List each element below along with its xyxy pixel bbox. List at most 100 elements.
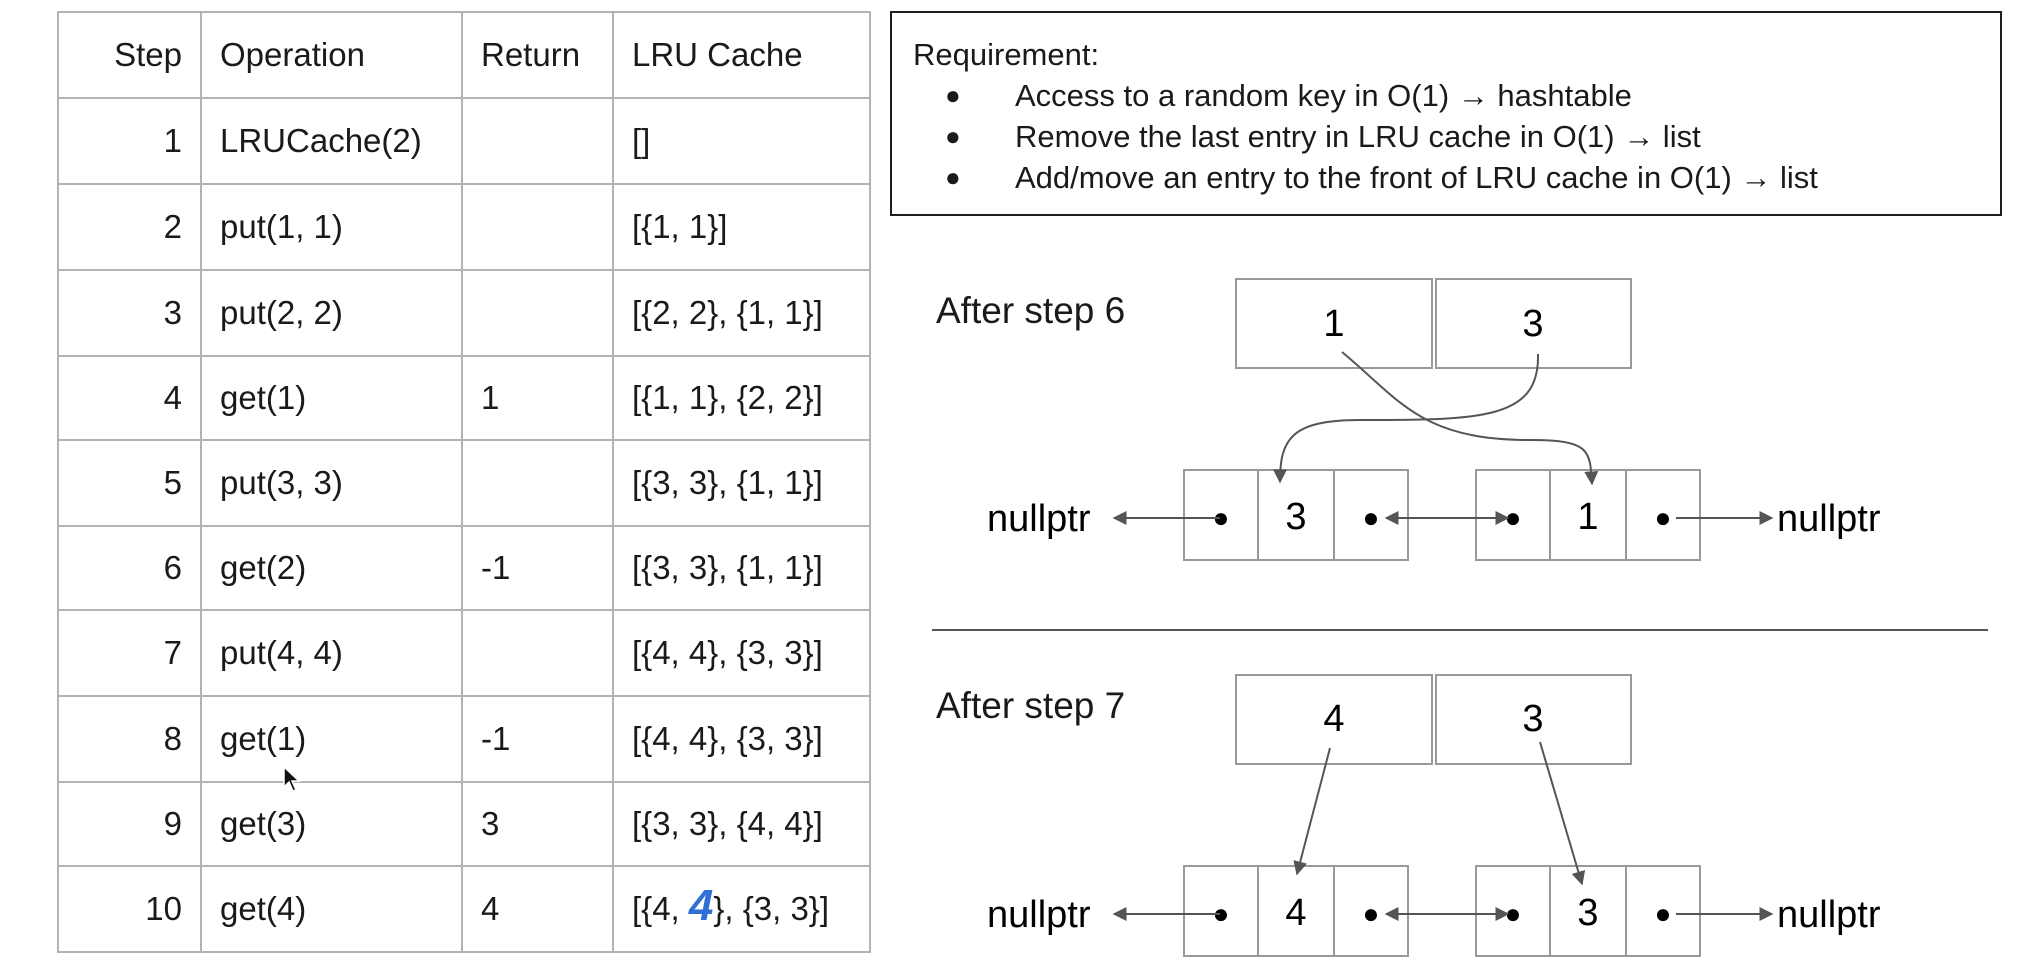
- cache-cell: []: [612, 97, 871, 185]
- table-row: 2 put(1, 1) [{1, 1}]: [57, 183, 871, 271]
- cache-cell: [{3, 3}, {1, 1}]: [612, 439, 871, 527]
- list-node: ● 3 ●: [1183, 469, 1409, 561]
- mouse-cursor-icon: [283, 765, 301, 792]
- requirement-item: ● Add/move an entry to the front of LRU c…: [892, 157, 1818, 198]
- cache-cell: [{4, 4}, {3, 3}]: [612, 695, 871, 783]
- step-cell: 4: [57, 355, 202, 441]
- list-node: ● 4 ●: [1183, 865, 1409, 957]
- table-row: 1 LRUCache(2) []: [57, 97, 871, 185]
- operation-cell: put(2, 2): [200, 269, 463, 357]
- requirement-text: Remove the last entry in LRU cache in O(…: [1015, 119, 1701, 154]
- hashtable: 4 3: [1235, 674, 1632, 765]
- return-cell: [461, 97, 614, 185]
- return-cell: 4: [461, 865, 614, 953]
- cache-cell: [{1, 1}]: [612, 183, 871, 271]
- cache-suffix: }, {3, 3}]: [713, 890, 829, 927]
- table-row: 7 put(4, 4) [{4, 4}, {3, 3}]: [57, 609, 871, 697]
- null-pointer-label: nullptr: [987, 894, 1091, 936]
- bullet-icon: ●: [945, 121, 961, 151]
- bullet-icon: ●: [945, 80, 961, 110]
- requirement-item: ● Remove the last entry in LRU cache in O…: [892, 116, 1818, 157]
- table-row: 4 get(1) 1 [{1, 1}, {2, 2}]: [57, 355, 871, 441]
- list-node: ● 3 ●: [1475, 865, 1701, 957]
- requirement-item: ● Access to a random key in O(1) → hashta…: [892, 75, 1818, 116]
- operation-cell: get(1): [200, 695, 463, 783]
- header-operation: Operation: [200, 11, 463, 99]
- header-return: Return: [461, 11, 614, 99]
- hash-pointer-arrow: [1273, 353, 1540, 484]
- requirement-list: ● Access to a random key in O(1) → hashta…: [892, 75, 1818, 198]
- next-pointer-dot: ●: [1655, 898, 1672, 929]
- step-cell: 9: [57, 781, 202, 867]
- step-cell: 6: [57, 525, 202, 611]
- operation-cell: put(1, 1): [200, 183, 463, 271]
- table-header-row: Step Operation Return LRU Cache: [57, 11, 871, 99]
- operation-cell: get(4): [200, 865, 463, 953]
- operations-table: Step Operation Return LRU Cache 1 LRUCac…: [57, 11, 871, 953]
- return-cell: 3: [461, 781, 614, 867]
- diagram-after-step-7: 4 3 ● 4 ● ● 3 ● nullptr nullptr: [987, 674, 1881, 957]
- return-cell: [461, 439, 614, 527]
- next-pointer-dot: ●: [1363, 502, 1380, 533]
- cache-prefix: [{4,: [632, 890, 689, 927]
- step-cell: 2: [57, 183, 202, 271]
- node-value: 4: [1285, 892, 1306, 934]
- hashtable-cell: [1235, 278, 1433, 369]
- operation-cell: LRUCache(2): [200, 97, 463, 185]
- requirement-title: Requirement:: [913, 37, 1100, 72]
- step-cell: 3: [57, 269, 202, 357]
- null-pointer-label: nullptr: [987, 498, 1091, 540]
- hash-pointer-arrow: [1341, 351, 1599, 486]
- next-pointer-dot: ●: [1363, 898, 1380, 929]
- table-row: 10 get(4) 4 [{4, 4}, {3, 3}]: [57, 865, 871, 953]
- null-pointer-label: nullptr: [1777, 498, 1881, 540]
- return-cell: [461, 269, 614, 357]
- requirement-text: Access to a random key in O(1) → hashtab…: [1015, 78, 1632, 113]
- return-cell: [461, 183, 614, 271]
- cache-cell: [{4, 4}, {3, 3}]: [612, 609, 871, 697]
- diagram-after-step-6: 1 3 ● 3 ● ● 1 ● nullptr nullptr: [987, 278, 1881, 561]
- prev-pointer-dot: ●: [1505, 502, 1522, 533]
- table-row: 6 get(2) -1 [{3, 3}, {1, 1}]: [57, 525, 871, 611]
- bullet-icon: ●: [945, 162, 961, 192]
- table-row: 9 get(3) 3 [{3, 3}, {4, 4}]: [57, 781, 871, 867]
- return-cell: [461, 609, 614, 697]
- hashtable-key: 3: [1522, 303, 1543, 345]
- hashtable-key: 1: [1323, 303, 1344, 345]
- hash-pointer-arrow: [1539, 741, 1586, 886]
- step-cell: 5: [57, 439, 202, 527]
- diagram-label-step-7: After step 7: [936, 685, 1126, 726]
- requirement-text: Add/move an entry to the front of LRU ca…: [1015, 160, 1818, 195]
- operation-cell: put(4, 4): [200, 609, 463, 697]
- step-cell: 7: [57, 609, 202, 697]
- node-value: 3: [1577, 892, 1598, 934]
- prev-pointer-dot: ●: [1213, 502, 1230, 533]
- return-cell: -1: [461, 695, 614, 783]
- hashtable-cell: [1435, 278, 1632, 369]
- step-cell: 10: [57, 865, 202, 953]
- step-cell: 1: [57, 97, 202, 185]
- hashtable-key: 3: [1522, 698, 1543, 740]
- hashtable-cell: [1235, 674, 1433, 765]
- cache-cell: [{2, 2}, {1, 1}]: [612, 269, 871, 357]
- header-lru-cache: LRU Cache: [612, 11, 871, 99]
- table-row: 8 get(1) -1 [{4, 4}, {3, 3}]: [57, 695, 871, 783]
- hash-pointer-arrow: [1293, 747, 1331, 876]
- prev-pointer-dot: ●: [1213, 898, 1230, 929]
- next-pointer-dot: ●: [1655, 502, 1672, 533]
- cache-cell: [{1, 1}, {2, 2}]: [612, 355, 871, 441]
- list-node: ● 1 ●: [1475, 469, 1701, 561]
- operation-cell: get(1): [200, 355, 463, 441]
- table-row: 3 put(2, 2) [{2, 2}, {1, 1}]: [57, 269, 871, 357]
- diagram-label-step-6: After step 6: [936, 290, 1126, 331]
- node-value: 1: [1577, 496, 1598, 538]
- table-row: 5 put(3, 3) [{3, 3}, {1, 1}]: [57, 439, 871, 527]
- hashtable: 1 3: [1235, 278, 1632, 369]
- null-pointer-label: nullptr: [1777, 894, 1881, 936]
- step-cell: 8: [57, 695, 202, 783]
- operation-cell: get(2): [200, 525, 463, 611]
- hashtable-key: 4: [1323, 698, 1344, 740]
- operation-cell: get(3): [200, 781, 463, 867]
- handwritten-annotation: 4: [688, 881, 714, 930]
